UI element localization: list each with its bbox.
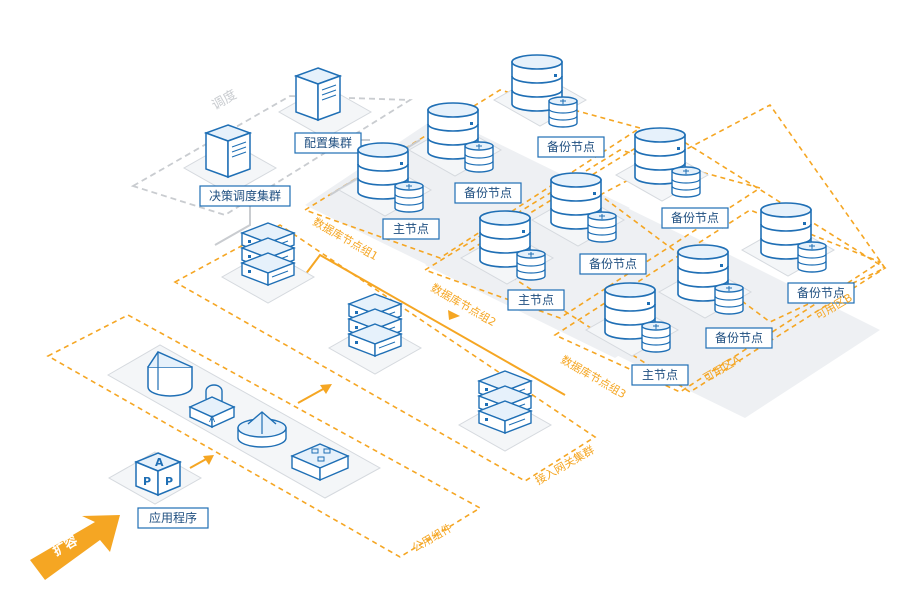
gateway-connector xyxy=(304,253,566,396)
gateway-server-3[interactable] xyxy=(458,370,552,452)
decision-cluster-label: 决策调度集群 xyxy=(209,188,281,203)
cache-shape-icon xyxy=(147,351,193,397)
db-group-2-backup-2-label: 备份节点 xyxy=(671,211,719,225)
db-group-1-primary[interactable]: 主节点 xyxy=(338,142,440,240)
lock-icon: A xyxy=(188,384,236,429)
app-cube-icon: A P P xyxy=(134,452,182,497)
database-icon xyxy=(394,181,424,213)
gateway-zone-border xyxy=(173,224,597,482)
db-group-3-backup-1-label: 备份节点 xyxy=(715,331,763,345)
application-label: 应用程序 xyxy=(149,510,197,525)
db-group-3-label: 数据库节点组3 xyxy=(559,352,629,401)
db-group-1: 主节点 备份节点 备份节点 xyxy=(338,54,605,240)
scheduling-zone-label: 调度 xyxy=(209,87,240,114)
db-group-1-border xyxy=(303,89,642,259)
arrow-head-orange xyxy=(448,310,460,320)
db-group-1-backup-2-label: 备份节点 xyxy=(547,140,595,154)
server-tower-icon xyxy=(295,67,341,121)
db-group-1-primary-label: 主节点 xyxy=(393,222,429,236)
db-group-2-primary-label: 主节点 xyxy=(518,293,554,307)
public-component-zone-label: 公用组件 xyxy=(410,520,455,554)
gateway-server-2[interactable] xyxy=(328,293,422,375)
lock-letter: A xyxy=(209,415,216,425)
scheduling-zone-border xyxy=(130,95,413,216)
scale-arrow-shape xyxy=(30,515,120,580)
components-to-gateway-arrow xyxy=(297,384,332,404)
application-label-box xyxy=(137,507,209,529)
database-icon xyxy=(641,321,671,353)
database-icon xyxy=(671,166,701,198)
db-group-3-backup-2[interactable]: 备份节点 xyxy=(741,202,855,304)
public-component-zone-border xyxy=(46,314,482,558)
db-group-3: 主节点 备份节点 备份节点 xyxy=(585,202,855,386)
database-icon xyxy=(464,141,494,173)
db-group-2-primary[interactable]: 主节点 xyxy=(460,210,565,311)
app-letter-p2: P xyxy=(165,475,173,488)
db-group-1-backup-1-label: 备份节点 xyxy=(464,186,512,200)
app-to-components-arrow xyxy=(189,455,214,469)
public-components: A xyxy=(106,344,382,499)
decision-cluster-node[interactable]: 决策调度集群 xyxy=(183,124,291,207)
database-icon xyxy=(587,211,617,243)
db-group-2-backup-1[interactable]: 备份节点 xyxy=(531,172,647,275)
server-tower-icon xyxy=(205,124,251,178)
database-icon xyxy=(797,241,827,273)
db-group-3-panel xyxy=(555,235,880,418)
database-icon xyxy=(516,249,546,281)
config-cluster-label-box xyxy=(294,132,362,154)
db-group-3-primary[interactable]: 主节点 xyxy=(585,282,689,386)
gateway-zone-label: 接入网关集群 xyxy=(533,442,597,487)
config-cluster-label: 配置集群 xyxy=(304,135,352,150)
db-group-2-backup-1-label: 备份节点 xyxy=(589,257,637,271)
db-group-1-backup-2[interactable]: 备份节点 xyxy=(493,54,605,158)
database-icon xyxy=(714,283,744,315)
db-group-3-primary-label: 主节点 xyxy=(642,368,678,382)
config-cluster-node[interactable]: 配置集群 xyxy=(278,67,372,154)
app-letter-a: A xyxy=(155,456,164,469)
shield-icon xyxy=(237,411,287,448)
db-group-1-backup-1[interactable]: 备份节点 xyxy=(408,102,522,204)
gateway-server-1[interactable] xyxy=(221,222,315,304)
database-icon xyxy=(548,96,578,128)
network-icon xyxy=(290,443,350,482)
db-group-3-backup-2-label: 备份节点 xyxy=(797,286,845,300)
decision-cluster-label-box xyxy=(199,185,291,207)
application-node[interactable]: A P P 应用程序 xyxy=(108,451,209,529)
app-letter-p1: P xyxy=(143,475,151,488)
db-group-2-backup-2[interactable]: 备份节点 xyxy=(615,127,729,229)
scale-arrow[interactable]: 扩容 xyxy=(30,515,120,580)
db-group-2: 主节点 备份节点 备份节点 xyxy=(460,127,729,311)
db-group-3-backup-1[interactable]: 备份节点 xyxy=(658,244,773,349)
